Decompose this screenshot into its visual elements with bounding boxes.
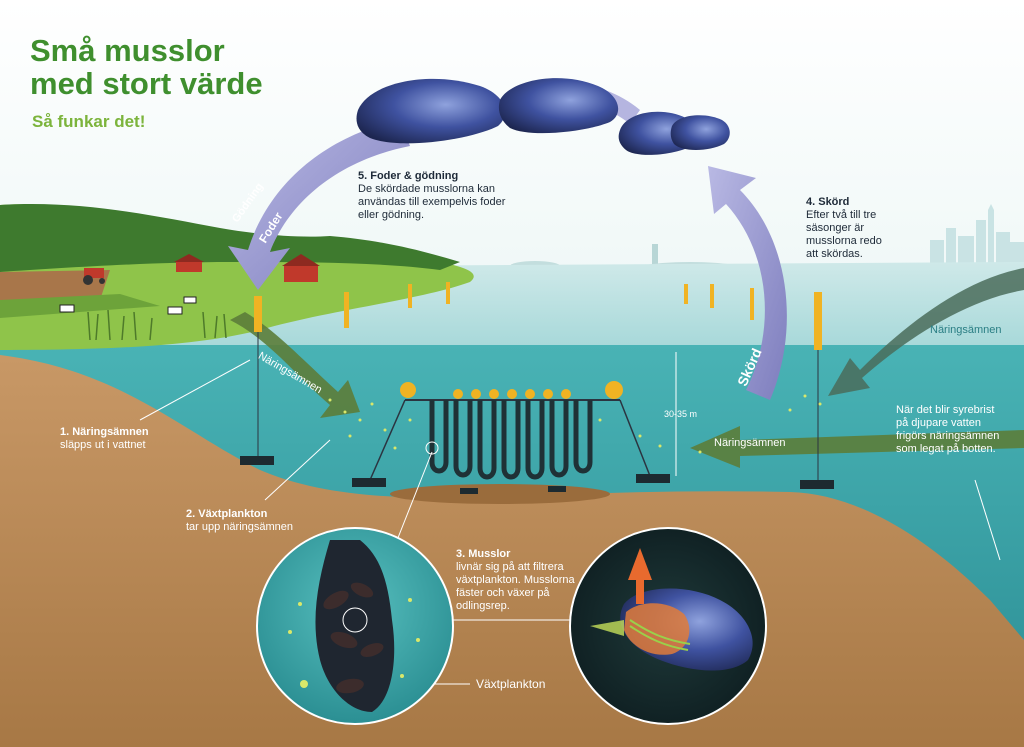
step-2-body: tar upp näringsämnen: [186, 521, 336, 534]
sediment-pile: [390, 484, 610, 504]
note-line-3: frigörs näringsämnen: [896, 430, 1020, 443]
step-3-line-3: fäster och växer på: [456, 587, 606, 600]
note-line-2: på djupare vatten: [896, 417, 1020, 430]
step-4-heading: 4. Skörd: [806, 196, 926, 209]
depth-label: 30-35 m: [664, 408, 697, 421]
step-4-line-3: musslorna redo: [806, 235, 926, 248]
note-line-4: som legat på botten.: [896, 443, 1020, 456]
step-4-line-4: att skördas.: [806, 248, 926, 261]
step-3-line-2: växtplankton. Musslorna: [456, 574, 606, 587]
step-5-line-2: användas till exempelvis foder: [358, 196, 558, 209]
page-subtitle: Så funkar det!: [32, 112, 145, 132]
page-title: Små musslor med stort värde: [30, 34, 330, 100]
step-4-line-2: säsonger är: [806, 222, 926, 235]
note-line-1: När det blir syrebrist: [896, 404, 1020, 417]
title-line-2: med stort värde: [30, 67, 330, 100]
step-3-line-4: odlingsrep.: [456, 600, 606, 613]
step-5-line-1: De skördade musslorna kan: [358, 183, 558, 196]
title-line-1: Små musslor: [30, 34, 330, 67]
step-3-line-1: livnär sig på att filtrera: [456, 561, 606, 574]
step-5-line-3: eller gödning.: [358, 209, 558, 222]
step-5-text: 5. Foder & gödning De skördade musslorna…: [358, 170, 558, 222]
step-2-heading: 2. Växtplankton: [186, 508, 336, 521]
step-3-text: 3. Musslor livnär sig på att filtrera vä…: [456, 548, 606, 613]
step-4-line-1: Efter två till tre: [806, 209, 926, 222]
step-1-heading: 1. Näringsämnen: [60, 426, 200, 439]
step-4-text: 4. Skörd Efter två till tre säsonger är …: [806, 196, 926, 261]
nutrients-label-bottom: Näringsämnen: [714, 437, 786, 450]
oxygen-deficit-note: När det blir syrebrist på djupare vatten…: [896, 404, 1020, 456]
step-1-text: 1. Näringsämnen släpps ut i vattnet: [60, 426, 200, 452]
step-3-heading: 3. Musslor: [456, 548, 606, 561]
phytoplankton-label: Växtplankton: [476, 678, 545, 691]
step-2-text: 2. Växtplankton tar upp näringsämnen: [186, 508, 336, 534]
nutrients-label-right: Näringsämnen: [930, 324, 1002, 337]
step-1-body: släpps ut i vattnet: [60, 439, 200, 452]
step-5-heading: 5. Foder & gödning: [358, 170, 558, 183]
